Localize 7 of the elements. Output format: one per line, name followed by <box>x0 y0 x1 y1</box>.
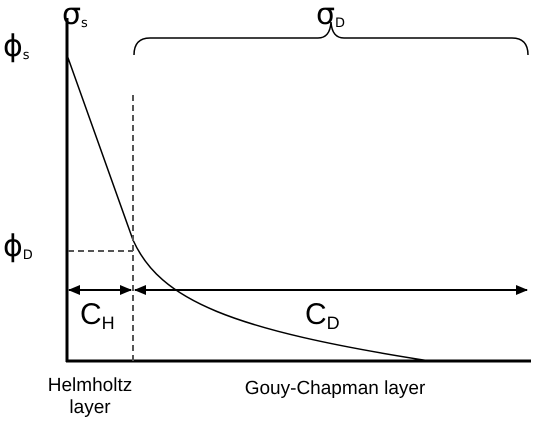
brace-label: σ$_{D}$ <box>316 0 346 30</box>
axis-tick-label: ϕ$_{D}$ <box>3 232 33 262</box>
dimension-label: C$_{H}$ <box>80 300 115 332</box>
region-label: Helmholtz layer <box>46 375 134 419</box>
dimension-label: C$_{D}$ <box>305 300 340 332</box>
region-label: Gouy-Chapman layer <box>244 378 426 400</box>
axis-tick-label: ϕ$_{s}$ <box>3 32 30 62</box>
